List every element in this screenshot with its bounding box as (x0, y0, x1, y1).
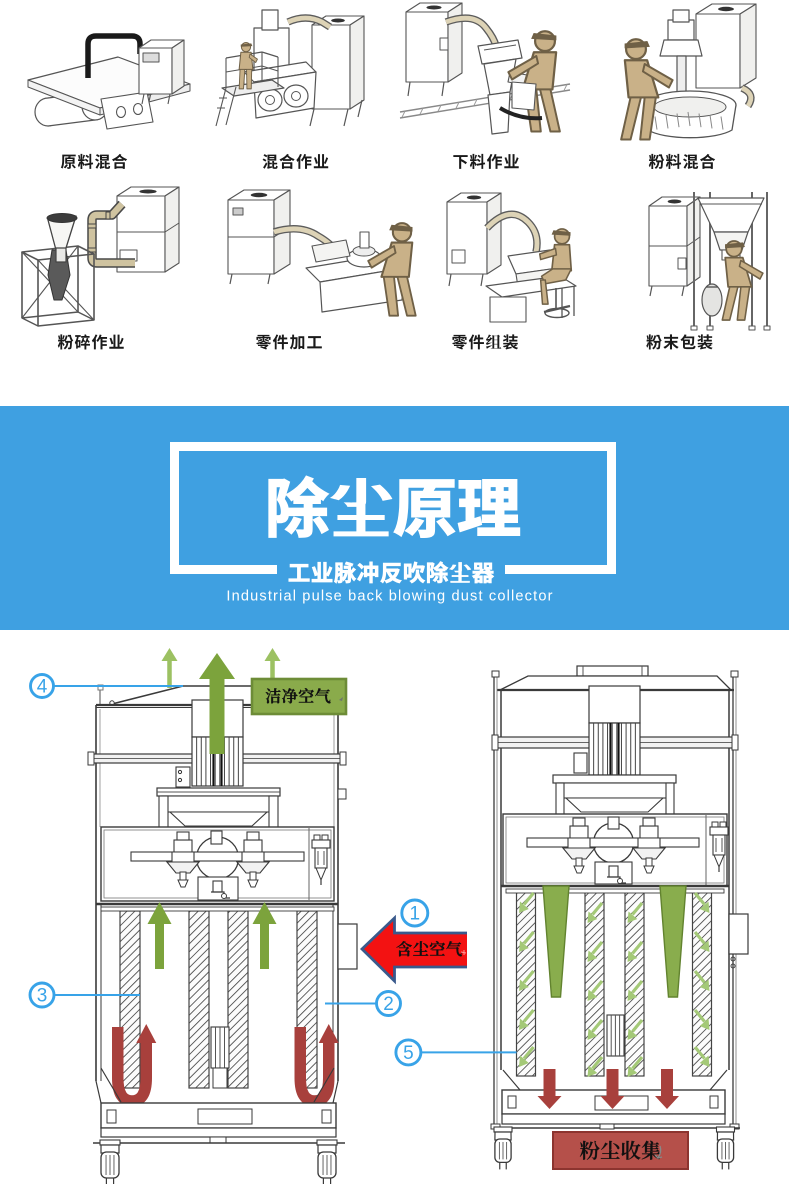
svg-text:4: 4 (37, 677, 48, 698)
svg-text:3: 3 (37, 986, 48, 1007)
svg-text:1: 1 (410, 904, 421, 925)
svg-text:2: 2 (383, 994, 394, 1015)
svg-text:Industrial pulse back blowing: Industrial pulse back blowing dust colle… (226, 589, 553, 605)
svg-text:5: 5 (403, 1043, 414, 1064)
